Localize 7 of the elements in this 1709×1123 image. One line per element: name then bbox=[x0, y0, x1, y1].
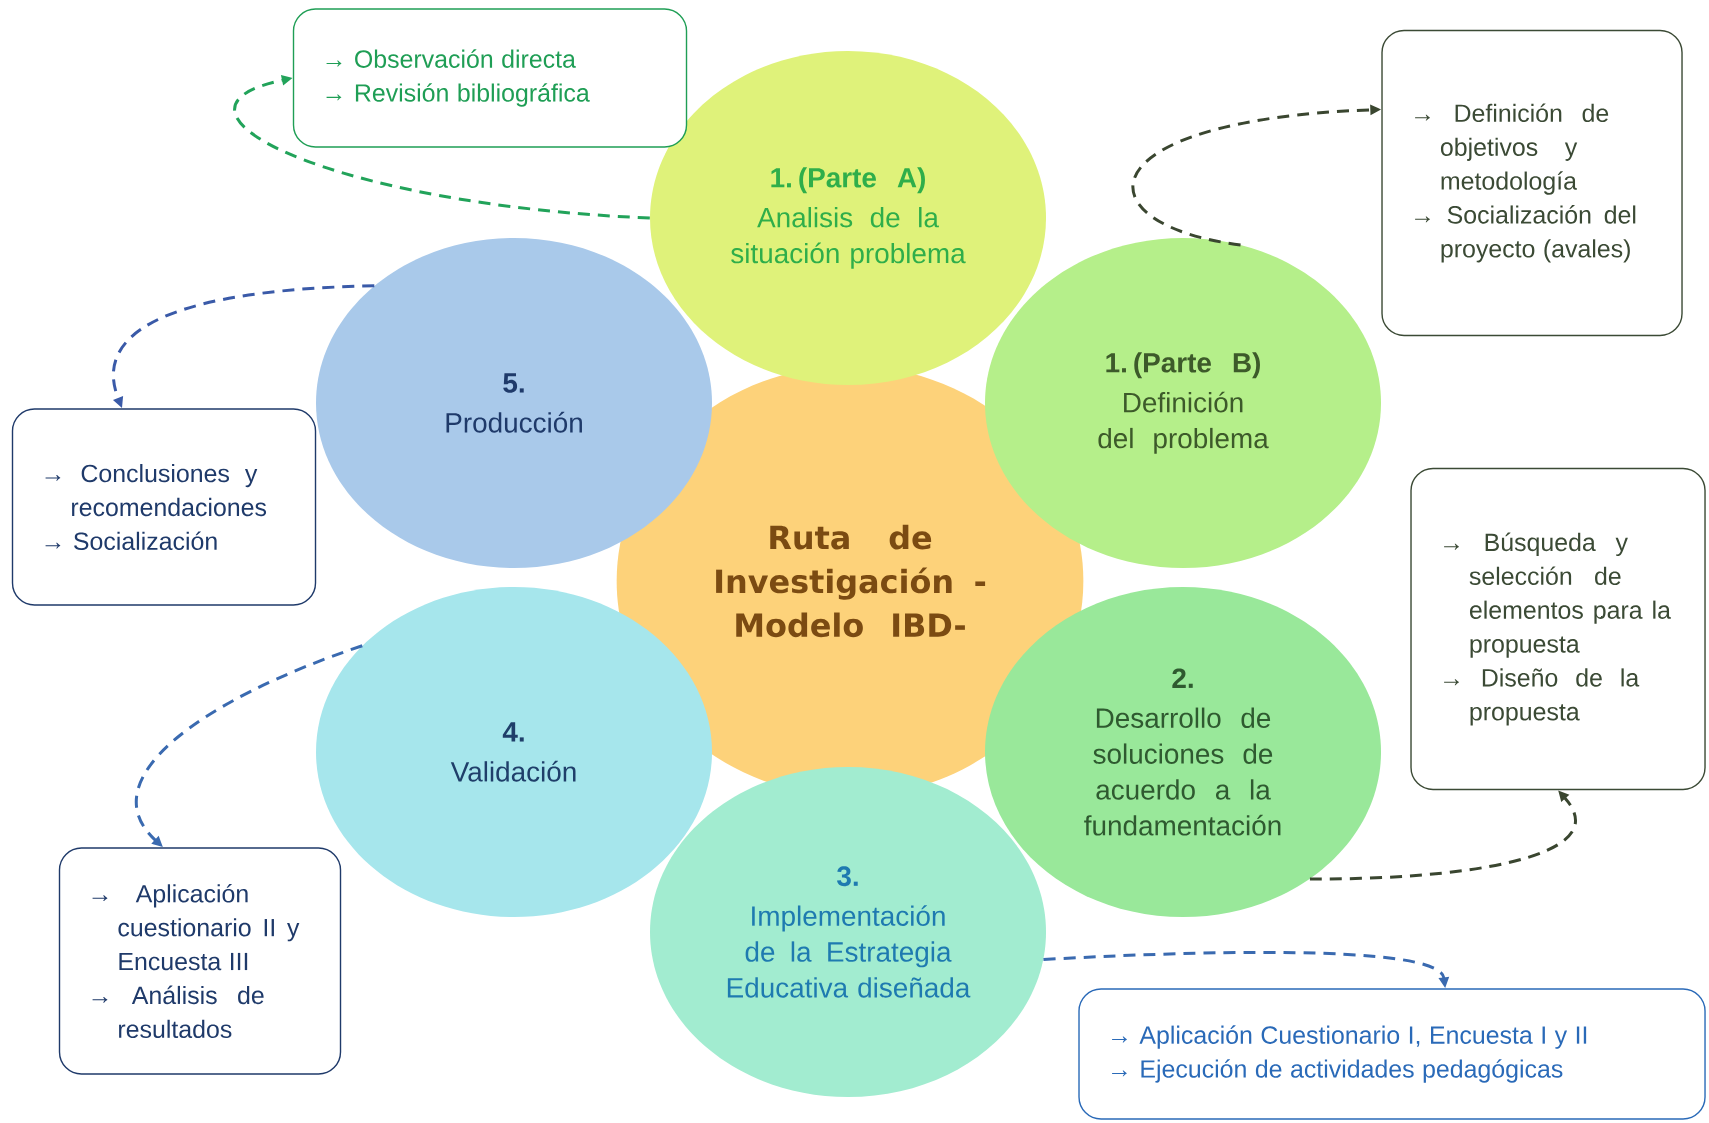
note-box: → Observación directa → Revisión bibliográfica bbox=[292, 8, 688, 148]
note-box: → Búsqueda y selección de elementos para la propuesta → Diseño de la propuesta bbox=[1410, 467, 1706, 791]
note-box: → Conclusiones y recomendaciones → Socialización bbox=[11, 408, 317, 606]
arrow bbox=[233, 74, 650, 220]
note-box: → Aplicación cuestionario II y Encuesta III → Análisis de resultados bbox=[58, 847, 342, 1075]
note-box: → Definición de objetivos y metodología → Socialización del proyecto (avales) bbox=[1381, 29, 1683, 337]
note-box: → Aplicación Cuestionario I, Encuesta I y II → Ejecución de actividades pedagógicas bbox=[1078, 988, 1706, 1120]
